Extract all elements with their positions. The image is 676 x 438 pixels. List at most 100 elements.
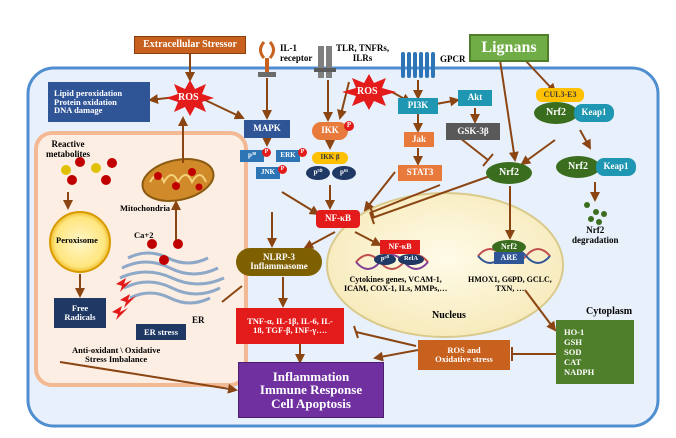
gsk3b-box: GSK-3β bbox=[446, 123, 500, 140]
er-stress-label: ER stress bbox=[143, 326, 179, 337]
mapk-label: MAPK bbox=[253, 123, 281, 134]
ros-left-label: ROS bbox=[178, 92, 199, 103]
nucleus-label: Nucleus bbox=[432, 310, 466, 321]
ros-left-burst bbox=[166, 80, 214, 116]
p-badge-ikk-label: P bbox=[346, 121, 352, 130]
ikkb-label: IKK β bbox=[320, 153, 340, 162]
hmox-genes-label: HMOX1, G6PD, GCLC, TXN, … bbox=[468, 275, 552, 293]
nrf2-free-oval: Nrf2 bbox=[486, 162, 532, 184]
nlrp3-box: NLRP-3 Inflammasome bbox=[236, 248, 322, 276]
jak-label: Jak bbox=[411, 133, 426, 144]
extracellular-stressor-box: Extracellular Stressor bbox=[134, 36, 246, 54]
p-badge-p38-label: P bbox=[264, 149, 269, 156]
lignans-box: Lignans bbox=[469, 34, 549, 62]
p38-box: p³⁸ bbox=[240, 150, 264, 162]
p-badge-jnk-label: P bbox=[280, 166, 285, 173]
ca-label: Ca+2 bbox=[134, 230, 154, 240]
nrf2-keap1-label-2: Nrf2 bbox=[568, 160, 588, 172]
nfkb-cytoplasm-box: NF-κB bbox=[316, 210, 360, 228]
cytokine-genes-label: Cytokines genes, VCAM-1, ICAM, COX-1, IL… bbox=[344, 275, 448, 293]
keap1-label: Keap1 bbox=[581, 107, 607, 118]
pi3k-label: PI3K bbox=[407, 100, 429, 111]
jnk-box: JNK bbox=[256, 167, 280, 179]
nrf2-keap1-oval: Nrf2 bbox=[534, 102, 578, 124]
jnk-label: JNK bbox=[261, 168, 275, 177]
degradation-dots bbox=[584, 202, 607, 225]
nrf2-free-label: Nrf2 bbox=[499, 166, 519, 178]
jak-box: Jak bbox=[404, 132, 434, 147]
ikkb-box: IKK β bbox=[312, 152, 348, 164]
ros-oxidative-box: ROS and Oxidative stress bbox=[418, 340, 510, 370]
ikk-box: IKK bbox=[312, 122, 348, 140]
are-box: ARE bbox=[494, 252, 524, 264]
cul3-label: CUL3-E3 bbox=[543, 89, 577, 99]
free-radicals-box: Free Radicals bbox=[54, 298, 106, 328]
p50-label: p⁵⁰ bbox=[313, 168, 323, 177]
imbalance-label: Anti-oxidant \ Oxidative Stress Imbalanc… bbox=[72, 345, 161, 365]
p65-label: p⁶⁵ bbox=[339, 168, 349, 177]
nfkb-nucleus-box: NF-κB bbox=[380, 240, 420, 254]
nrf2-keap1-oval-2: Nrf2 bbox=[556, 156, 600, 178]
mitochondria-shape bbox=[141, 158, 215, 202]
il1-receptor-label: IL-1 receptor bbox=[280, 43, 313, 63]
keap1-box: Keap1 bbox=[574, 104, 614, 122]
gpcr-label: GPCR bbox=[440, 54, 466, 64]
cytokines-box: TNF-α, IL-1β, IL-6, IL- 18, TGF-β, INF-γ… bbox=[236, 308, 344, 344]
nfkb-nucleus-label: NF-κB bbox=[388, 241, 412, 251]
akt-box: Akt bbox=[458, 90, 492, 106]
gpcr-receptor-shape bbox=[401, 52, 435, 78]
p-badge-p38: P bbox=[262, 148, 271, 157]
p38-label: p³⁸ bbox=[247, 151, 257, 160]
lipid-peroxidation-box: Lipid peroxidation Protein oxidation DNA… bbox=[48, 82, 150, 122]
p65-box: p⁶⁵ bbox=[332, 166, 356, 180]
extracellular-stressor-label: Extracellular Stressor bbox=[143, 38, 237, 50]
p-badge-ikk: P bbox=[344, 121, 354, 131]
free-radicals-label: Free Radicals bbox=[64, 303, 96, 322]
mapk-box: MAPK bbox=[244, 120, 290, 138]
erk-label: ERK bbox=[280, 151, 296, 160]
er-stress-box: ER stress bbox=[136, 324, 186, 340]
nlrp3-label: NLRP-3 Inflammasome bbox=[250, 251, 308, 271]
keap1-label-2: Keap1 bbox=[603, 161, 629, 172]
stat3-box: STAT3 bbox=[398, 165, 442, 181]
p50-nucleus-label: p⁵⁰ bbox=[380, 255, 390, 263]
tlr-receptor-shape bbox=[314, 46, 336, 78]
rela-label: RelA bbox=[403, 255, 419, 263]
p-badge-jnk: P bbox=[278, 165, 287, 174]
inhibition-lines bbox=[221, 137, 556, 361]
pathway-arrows bbox=[59, 52, 600, 394]
lightning-icons bbox=[112, 278, 136, 320]
ros-center-label: ROS bbox=[357, 86, 378, 97]
antioxidants-label: HO-1 GSH SOD CAT NADPH bbox=[564, 326, 595, 378]
stat3-label: STAT3 bbox=[406, 167, 434, 178]
outcome-label: Inflammation Immune Response Cell Apopto… bbox=[259, 368, 363, 411]
rela-box: RelA bbox=[398, 254, 424, 265]
ros-center-burst bbox=[342, 74, 396, 110]
nrf2-nucleus-label: Nrf2 bbox=[501, 241, 517, 251]
tlr-label: TLR, TNFRs, ILRs bbox=[336, 43, 390, 63]
cytokines-label: TNF-α, IL-1β, IL-6, IL- 18, TGF-β, INF-γ… bbox=[247, 316, 333, 335]
nrf2-degradation-label: Nrf2 degradation bbox=[572, 225, 619, 245]
ikk-label: IKK bbox=[321, 125, 339, 136]
peroxisome-shape bbox=[49, 211, 111, 273]
outcome-box: Inflammation Immune Response Cell Apopto… bbox=[238, 362, 384, 418]
ros-oxidative-label: ROS and Oxidative stress bbox=[435, 345, 493, 364]
lipid-peroxidation-label: Lipid peroxidation Protein oxidation DNA… bbox=[54, 87, 123, 116]
p50-nucleus-box: p⁵⁰ bbox=[374, 254, 396, 265]
ca-dots bbox=[147, 239, 183, 265]
reactive-metabolites-label: Reactive metabolites bbox=[46, 139, 90, 159]
mitochondria-label: Mitochondria bbox=[120, 203, 171, 213]
nrf2-nucleus-oval: Nrf2 bbox=[492, 240, 526, 254]
cytoplasm-label: Cytoplasm bbox=[586, 306, 633, 317]
antioxidants-box: HO-1 GSH SOD CAT NADPH bbox=[556, 320, 634, 384]
keap1-box-2: Keap1 bbox=[596, 158, 636, 176]
are-label: ARE bbox=[500, 252, 518, 262]
p50-box: p⁵⁰ bbox=[306, 166, 330, 180]
pi3k-box: PI3K bbox=[398, 98, 438, 114]
erk-box: ERK bbox=[276, 150, 300, 162]
gsk3b-label: GSK-3β bbox=[457, 125, 489, 136]
nfkb-cytoplasm-label: NF-κB bbox=[325, 213, 351, 224]
p-badge-erk-label: P bbox=[300, 149, 305, 156]
akt-label: Akt bbox=[467, 92, 483, 103]
